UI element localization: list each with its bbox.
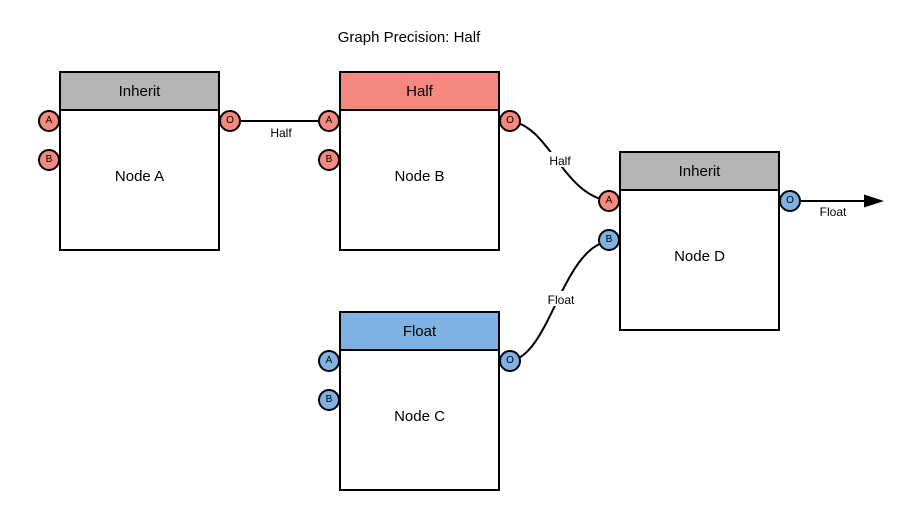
edge-label-background	[545, 152, 576, 167]
node-a: Inherit Node A A B O	[38, 71, 241, 251]
node-c-header: Float	[341, 313, 498, 351]
node-b-label: Node B	[394, 168, 445, 185]
node-c: Float Node C A B O	[318, 311, 521, 491]
node-d-port-a-input: A	[598, 190, 620, 212]
node-c-port-a-input: A	[318, 350, 340, 372]
node-a-port-b-input: B	[38, 149, 60, 171]
node-a-label: Node A	[114, 168, 165, 185]
node-b-port-a-input: A	[318, 110, 340, 132]
node-a-port-a-input: A	[38, 110, 60, 132]
node-d-header: Inherit	[621, 153, 778, 191]
edge-label-c-to-d: Float	[548, 293, 575, 307]
edge-label-b-to-d: Half	[549, 154, 571, 168]
node-a-header: Inherit	[61, 73, 218, 111]
node-b: Half Node B A B O	[318, 71, 521, 251]
node-d-port-b-input: B	[598, 229, 620, 251]
node-c-port-o-output: O	[499, 350, 521, 372]
edge-label-d-to-output: Float	[820, 205, 847, 219]
arrowhead-icon	[864, 194, 884, 208]
node-a-port-o-output: O	[219, 110, 241, 132]
node-c-label: Node C	[394, 408, 445, 425]
node-d-port-o-output: O	[779, 190, 801, 212]
edge-label-a-to-b: Half	[270, 126, 292, 140]
node-b-port-o-output: O	[499, 110, 521, 132]
node-d: Inherit Node D A B O	[598, 151, 801, 331]
node-b-port-b-input: B	[318, 149, 340, 171]
node-c-port-b-input: B	[318, 389, 340, 411]
diagram-title: Graph Precision: Half	[337, 29, 481, 46]
edge-label-background	[542, 291, 581, 306]
node-d-label: Node D	[674, 248, 725, 265]
node-b-header: Half	[341, 73, 498, 111]
